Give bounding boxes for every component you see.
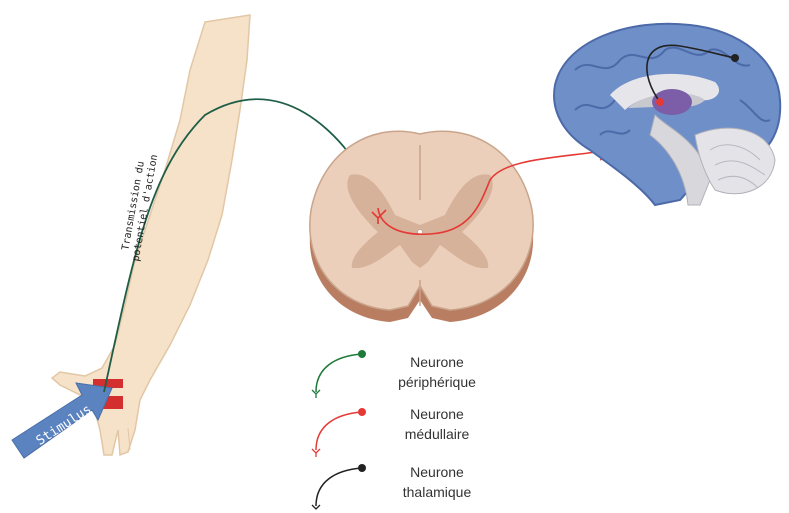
brain-illustration <box>554 24 780 205</box>
legend-medullary: Neurone médullaire <box>382 404 492 444</box>
legend-medullary-line1: Neurone <box>382 404 492 424</box>
legend-medullary-symbol <box>312 408 366 457</box>
thalamic-neuron-soma <box>731 54 739 62</box>
legend-medullary-line2: médullaire <box>382 424 492 444</box>
legend-peripheral-line1: Neurone <box>382 352 492 372</box>
legend-thalamic: Neurone thalamique <box>382 462 492 502</box>
legend-peripheral-line2: périphérique <box>382 372 492 392</box>
legend-thalamic-line2: thalamique <box>382 482 492 502</box>
legend-peripheral-symbol <box>312 350 366 398</box>
legend-thalamic-symbol <box>312 464 366 509</box>
legend-thalamic-line1: Neurone <box>382 462 492 482</box>
spinal-cord-illustration <box>310 131 533 322</box>
legend-peripheral: Neurone périphérique <box>382 352 492 392</box>
medullary-neuron-terminal <box>656 98 664 106</box>
